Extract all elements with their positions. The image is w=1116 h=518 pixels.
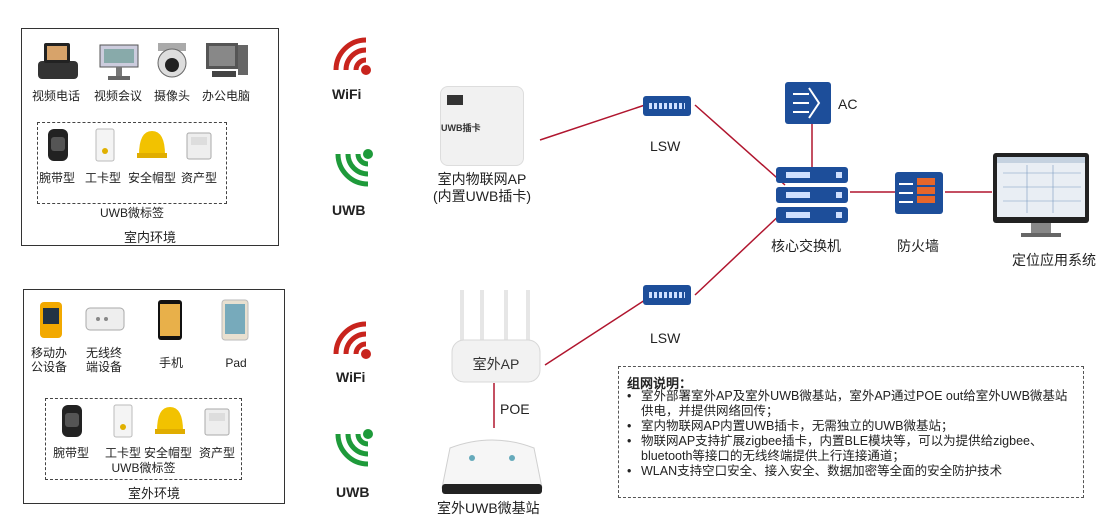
- notes-item: 物联网AP支持扩展zigbee插卡，内置BLE模块等，可以为提供给zigbee、…: [627, 434, 1079, 464]
- wifi-signal-icon: [318, 34, 378, 82]
- outdoor-ap: 室外AP: [444, 290, 548, 385]
- tag-label-wristband: 腕带型: [52, 446, 89, 460]
- device-label-office-computer: 办公电脑: [201, 89, 250, 103]
- tags-title: UWB微标签: [100, 206, 164, 220]
- uwb-base-station: [432, 430, 552, 496]
- notes-item: WLAN支持空口安全、接入安全、数据加密等全面的安全防护技术: [627, 464, 1079, 479]
- outdoor-ap-text: 室外AP: [472, 356, 520, 372]
- lsw-label-top: LSW: [650, 138, 681, 154]
- tag-label-badge: 工卡型: [84, 171, 121, 185]
- lsw-switch-bottom: [643, 285, 691, 305]
- indoor-environment-box: 视频电话 视频会议 摄像头 办公电脑 腕带型 工卡型 安全帽型 资产型 UWB微…: [21, 28, 279, 246]
- device-label-pad: Pad: [225, 356, 247, 370]
- tag-label-wristband: 腕带型: [38, 171, 75, 185]
- outdoor-title: 室外环境: [127, 486, 180, 501]
- core-switch-label: 核心交换机: [771, 238, 841, 254]
- firewall-icon: [895, 172, 943, 214]
- link-lsw-core-top: [694, 104, 786, 186]
- uwb-signal-icon: [322, 144, 382, 192]
- location-app-monitor-icon: [993, 153, 1089, 241]
- phone-icon: [156, 298, 184, 342]
- video-phone-icon: [36, 41, 80, 81]
- link-lsw-core-bottom: [694, 209, 786, 296]
- badge-tag-icon: [94, 127, 116, 163]
- mobile-office-device-icon: [38, 300, 64, 340]
- asset-tag-icon: [202, 403, 232, 439]
- tag-label-helmet: 安全帽型: [127, 171, 176, 185]
- notes-list: 室外部署室外AP及室外UWB微基站，室外AP通过POE out给室外UWB微基站…: [627, 389, 1079, 479]
- ac-controller-icon: [785, 82, 831, 124]
- pad-icon: [220, 298, 250, 342]
- outdoor-environment-box: 移动办 公设备 无线终 端设备 手机 Pad 腕带型 工卡型 安全帽型 资产型 …: [23, 289, 285, 504]
- device-label-video-conference: 视频会议: [93, 89, 142, 103]
- tag-label-helmet: 安全帽型: [143, 446, 192, 460]
- device-label-video-phone: 视频电话: [31, 89, 80, 103]
- indoor-ap-label: 室内物联网AP (内置UWB插卡): [433, 171, 531, 204]
- camera-icon: [152, 41, 192, 81]
- outdoor-tags-box: 腕带型 工卡型 安全帽型 资产型 UWB微标签: [45, 398, 242, 480]
- tag-label-asset: 资产型: [198, 446, 235, 460]
- notes-item: 室外部署室外AP及室外UWB微基站，室外AP通过POE out给室外UWB微基站…: [627, 389, 1079, 419]
- asset-tag-icon: [184, 127, 214, 163]
- poe-label: POE: [500, 401, 530, 417]
- helmet-tag-icon: [136, 127, 168, 163]
- indoor-ap-card-label: UWB插卡: [441, 123, 481, 133]
- device-label-mobile-office: 移动办 公设备: [30, 346, 67, 374]
- indoor-title: 室内环境: [123, 230, 176, 245]
- networking-notes: 组网说明： 室外部署室外AP及室外UWB微基站，室外AP通过POE out给室外…: [618, 366, 1084, 498]
- card-slot-icon: [447, 95, 463, 105]
- tags-title: UWB微标签: [111, 461, 176, 475]
- firewall-label: 防火墙: [897, 238, 939, 254]
- wristband-tag-icon: [44, 127, 72, 163]
- office-computer-icon: [202, 41, 250, 81]
- base-station-label: 室外UWB微基站: [437, 500, 540, 516]
- tag-label-badge: 工卡型: [104, 446, 141, 460]
- link-outdoor-ap-lsw: [544, 299, 646, 366]
- device-label-wireless-terminal: 无线终 端设备: [85, 346, 122, 374]
- notes-title: 组网说明：: [627, 376, 693, 391]
- wifi-signal-icon: [318, 318, 378, 366]
- video-conference-icon: [96, 41, 142, 81]
- helmet-tag-icon: [154, 403, 186, 439]
- lsw-switch-top: [643, 96, 691, 116]
- indoor-iot-ap: UWB插卡: [440, 86, 524, 166]
- badge-tag-icon: [112, 403, 134, 439]
- indoor-tags-box: 腕带型 工卡型 安全帽型 资产型 UWB微标签: [37, 122, 227, 220]
- device-label-phone: 手机: [158, 356, 183, 370]
- link-indoor-ap-lsw: [539, 104, 646, 141]
- uwb-label: UWB: [336, 484, 370, 500]
- wristband-tag-icon: [58, 403, 86, 439]
- notes-item: 室内物联网AP内置UWB插卡，无需独立的UWB微基站；: [627, 419, 1079, 434]
- uwb-label: UWB: [332, 202, 366, 218]
- lsw-label-bottom: LSW: [650, 330, 681, 346]
- wifi-label: WiFi: [332, 86, 362, 102]
- device-label-camera: 摄像头: [153, 89, 190, 103]
- uwb-signal-icon: [322, 424, 382, 472]
- wireless-terminal-icon: [84, 304, 126, 334]
- tag-label-asset: 资产型: [180, 171, 217, 185]
- core-switch-icon: [776, 167, 848, 223]
- wifi-label: WiFi: [336, 369, 366, 385]
- app-system-label: 定位应用系统: [1012, 252, 1096, 268]
- ac-label: AC: [838, 96, 858, 112]
